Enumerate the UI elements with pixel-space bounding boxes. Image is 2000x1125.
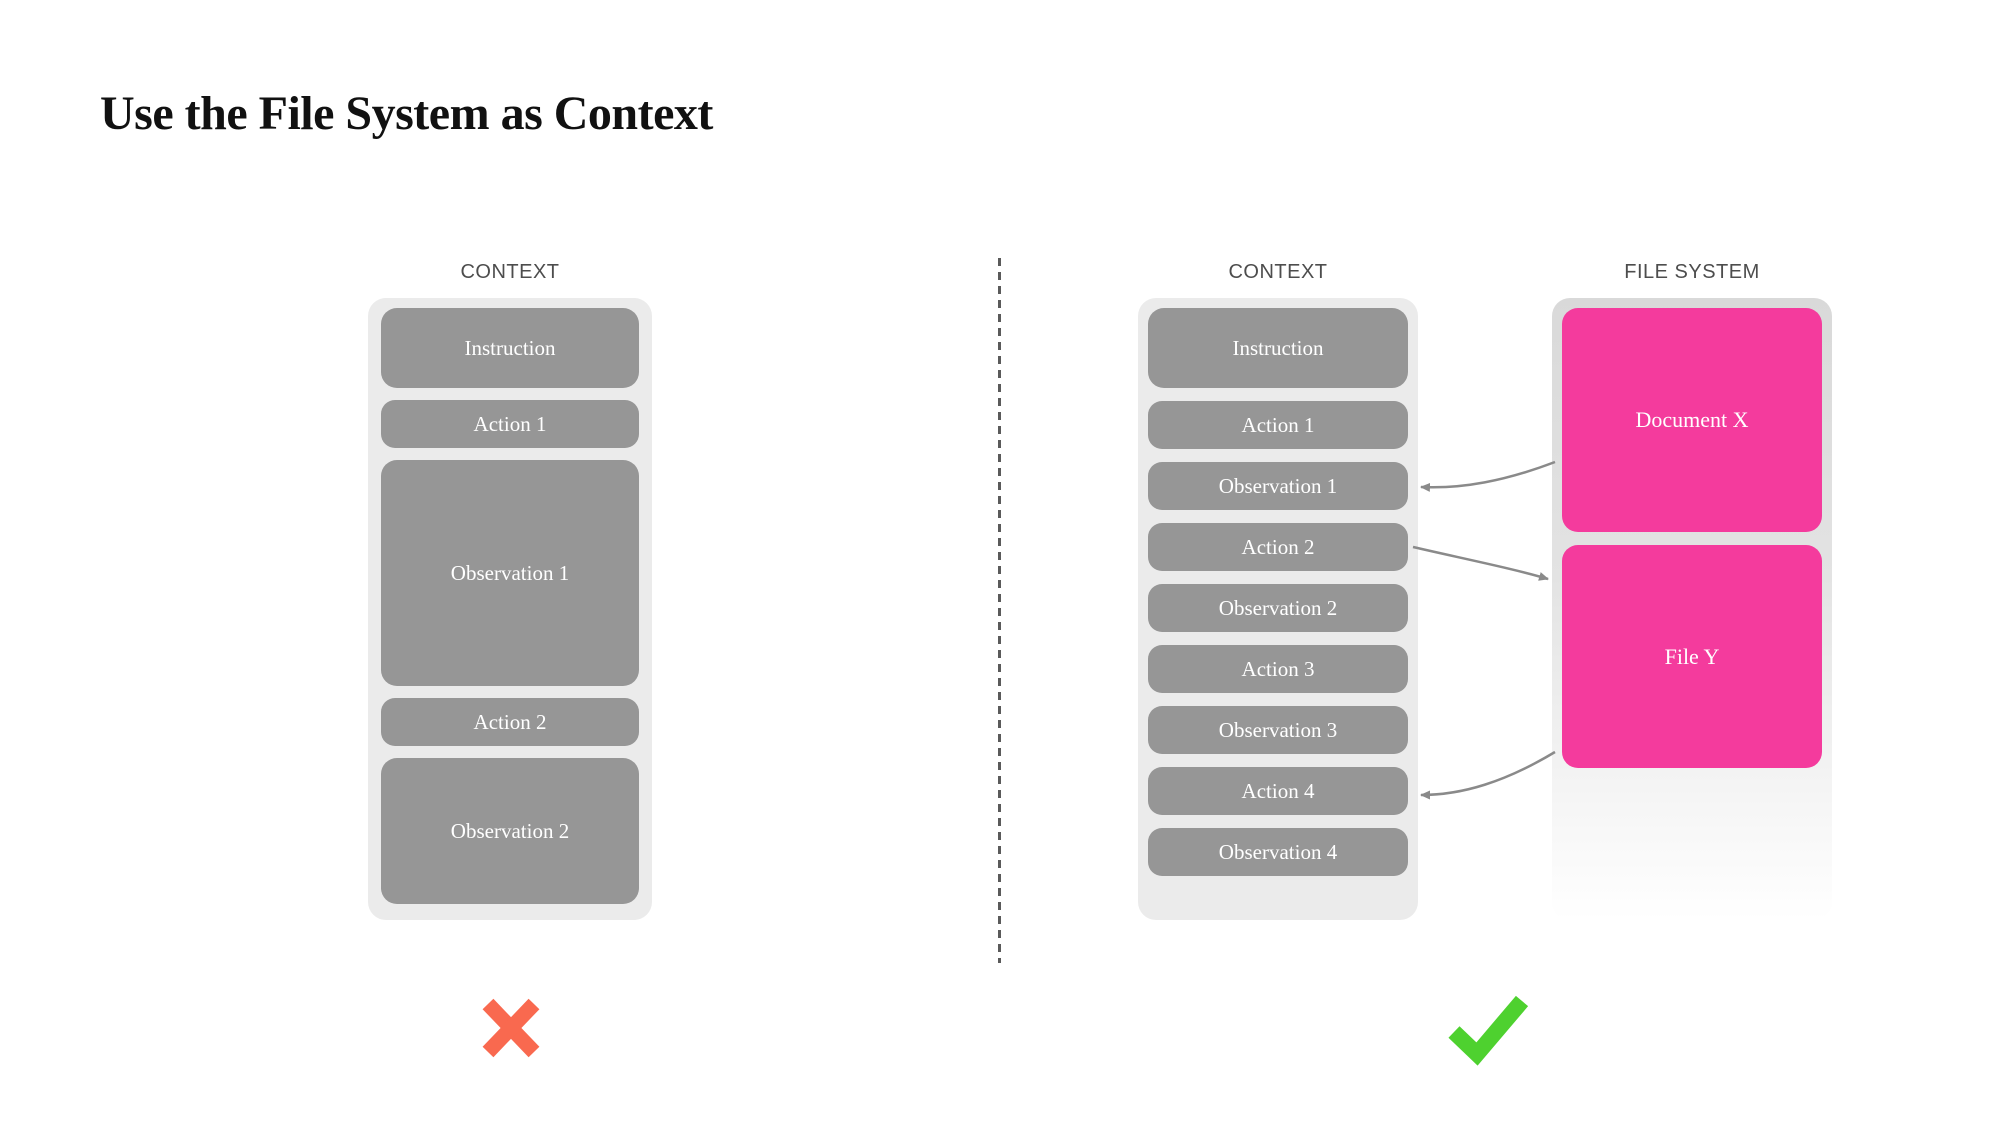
right-context-box-observation-1: Observation 1 — [1148, 462, 1408, 510]
context-box-observation-2: Observation 2 — [381, 758, 639, 904]
check-icon — [1448, 995, 1529, 1066]
file-system-label: FILE SYSTEM — [1624, 261, 1760, 283]
right-context-box-observation-3: Observation 3 — [1148, 706, 1408, 754]
context-box-observation-1: Observation 1 — [381, 460, 639, 686]
arrow-documentx-to-observation1 — [1420, 460, 1556, 492]
right-context-panel: Instruction Action 1 Observation 1 Actio… — [1138, 298, 1418, 920]
right-context-box-observation-2: Observation 2 — [1148, 584, 1408, 632]
file-box-file-y: File Y — [1562, 545, 1822, 768]
dashed-divider-line — [998, 258, 1001, 963]
right-context-box-instruction: Instruction — [1148, 308, 1408, 388]
page-title: Use the File System as Context — [100, 87, 713, 140]
context-box-action-1: Action 1 — [381, 400, 639, 448]
right-context-box-action-2: Action 2 — [1148, 523, 1408, 571]
arrow-action2-to-filey — [1412, 545, 1549, 581]
context-box-action-2: Action 2 — [381, 698, 639, 746]
right-context-box-action-3: Action 3 — [1148, 645, 1408, 693]
right-context-box-action-4: Action 4 — [1148, 767, 1408, 815]
right-context-box-action-1: Action 1 — [1148, 401, 1408, 449]
context-box-instruction: Instruction — [381, 308, 639, 388]
x-icon — [482, 998, 540, 1058]
file-box-document-x: Document X — [1562, 308, 1822, 532]
file-system-panel: Document X File Y — [1552, 298, 1832, 920]
right-context-box-observation-4: Observation 4 — [1148, 828, 1408, 876]
left-context-label: CONTEXT — [460, 261, 560, 283]
left-context-panel: Instruction Action 1 Observation 1 Actio… — [368, 298, 652, 920]
arrow-filey-to-action4 — [1420, 750, 1556, 800]
right-context-label: CONTEXT — [1228, 261, 1328, 283]
